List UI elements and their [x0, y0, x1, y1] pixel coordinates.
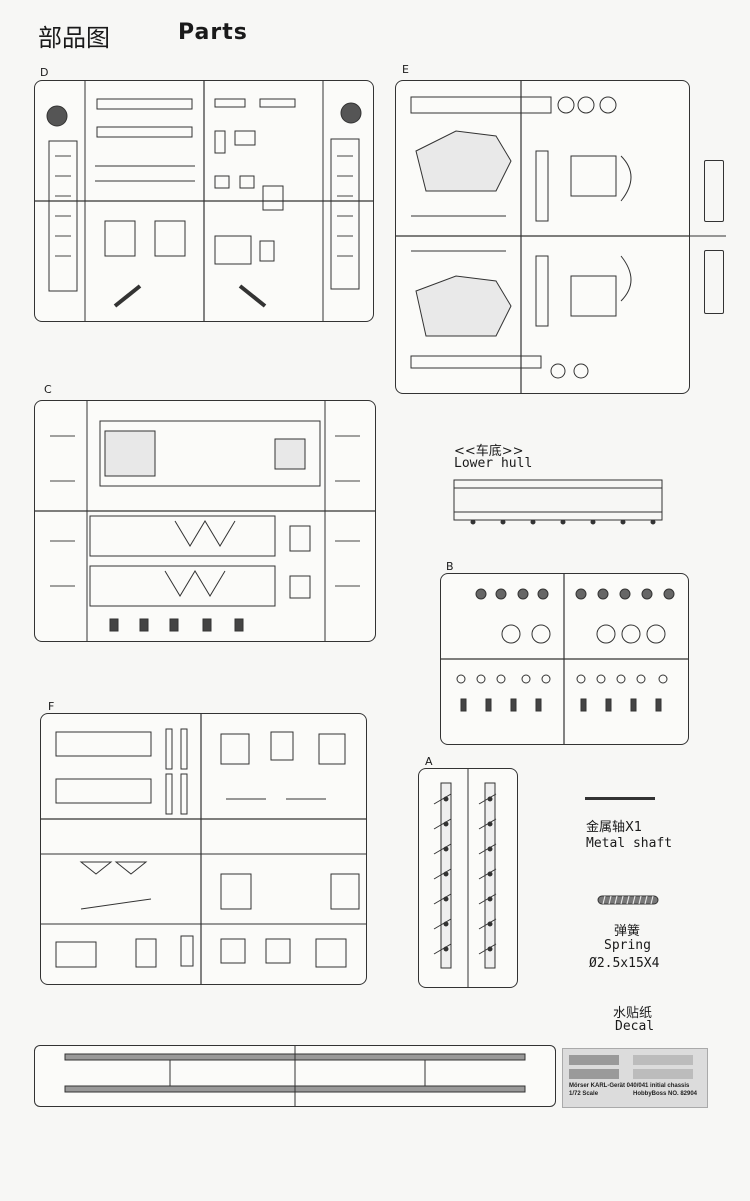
- sprue-d-letter: D: [40, 66, 49, 79]
- sprue-f-drawing: [41, 714, 366, 984]
- lower-hull-drawing: [453, 479, 663, 525]
- sprue-b-drawing: [441, 574, 688, 744]
- track-sprue-drawing: [64, 1046, 526, 1106]
- sprue-a: [418, 768, 518, 988]
- sprue-f: [40, 713, 367, 985]
- lower-hull-label: Lower hull: [454, 456, 533, 471]
- spring-label: Spring: [604, 938, 651, 953]
- sprue-b: [440, 573, 689, 745]
- sprue-e-letter: E: [402, 63, 409, 76]
- track-sprue: [34, 1045, 556, 1107]
- decal-sheet: Mörser KARL-Gerät 040/041 initial chassi…: [562, 1048, 708, 1108]
- spring-spec: Ø2.5x15X4: [589, 956, 660, 971]
- sprue-e: [395, 80, 726, 394]
- decal-label-cn: 水贴纸: [613, 1006, 653, 1021]
- metal-shaft-label: Metal shaft: [586, 836, 673, 851]
- spring-label-cn: 弹簧: [614, 924, 641, 939]
- decal-text-line1: Mörser KARL-Gerät 040/041 initial chassi…: [569, 1083, 690, 1089]
- spring-drawing: [597, 895, 659, 905]
- lower-hull-label-cn: <<车底>>: [454, 444, 524, 459]
- page-title-cn: 部品图: [38, 24, 110, 52]
- sprue-c-letter: C: [44, 383, 52, 396]
- metal-shaft-label-cn: 金属轴X1: [586, 820, 643, 835]
- decal-label: Decal: [615, 1019, 655, 1034]
- sprue-d: [34, 80, 374, 322]
- track-segment-lower: [704, 250, 724, 314]
- sprue-a-letter: A: [425, 755, 433, 768]
- decal-mark-2: [633, 1055, 693, 1065]
- decal-text-line3: HobbyBoss NO. 82904: [633, 1091, 698, 1097]
- sprue-c-drawing: [35, 401, 375, 641]
- decal-text-line2: 1/72 Scale: [569, 1091, 599, 1097]
- sprue-e-drawing: [396, 81, 726, 393]
- decal-mark-4: [633, 1069, 693, 1079]
- decal-mark-1: [569, 1055, 619, 1065]
- decal-mark-3: [569, 1069, 619, 1079]
- metal-shaft-drawing: [585, 797, 655, 800]
- track-segment-upper: [704, 160, 724, 222]
- sprue-a-drawing: [433, 769, 497, 987]
- sprue-c: [34, 400, 376, 642]
- sprue-d-drawing: [35, 81, 373, 321]
- sprue-f-letter: F: [48, 700, 55, 713]
- sprue-b-letter: B: [446, 560, 454, 573]
- page-title: Parts: [178, 20, 248, 45]
